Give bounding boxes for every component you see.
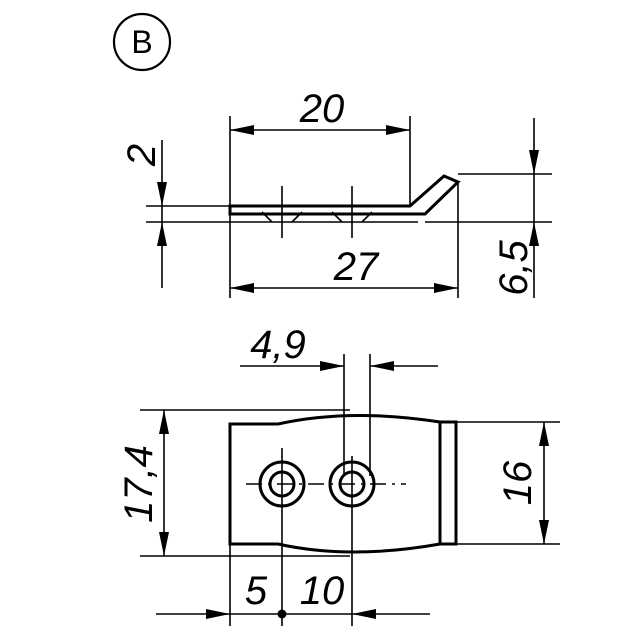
dim-width-left-text: 17,4	[117, 445, 161, 523]
dimension-4-9: 4,9	[240, 323, 438, 371]
side-view-countersink-left	[261, 211, 303, 223]
dim-first-hole-text: 5	[245, 569, 268, 613]
dimension-5-10: 5 10	[156, 569, 430, 619]
top-view: 4,9 17,4 16 5 10	[117, 323, 560, 626]
dim-width-right-text: 16	[496, 460, 540, 505]
view-label-b: B	[112, 12, 172, 72]
dim-hole-spacing-text: 10	[300, 569, 345, 613]
side-view-countersink-right	[331, 211, 373, 223]
dim-thickness-text: 2	[120, 144, 164, 167]
top-view-bent-lip	[440, 420, 458, 546]
dim-top-length-text: 20	[299, 87, 345, 131]
dim-height-text: 6,5	[492, 239, 536, 295]
dimension-2: 2	[120, 140, 167, 288]
side-view-part-outline	[228, 174, 461, 216]
dim-total-length-text: 27	[333, 245, 380, 289]
view-label-text: B	[131, 24, 152, 60]
dimension-17-4: 17,4	[117, 410, 169, 556]
dimension-16: 16	[496, 422, 549, 544]
dimension-20: 20	[230, 87, 410, 135]
side-view: 20 27 2 6,5	[120, 87, 552, 298]
dimension-27: 27	[230, 245, 458, 293]
dimension-6-5: 6,5	[492, 118, 539, 298]
dim-hole-diameter-text: 4,9	[250, 323, 306, 367]
